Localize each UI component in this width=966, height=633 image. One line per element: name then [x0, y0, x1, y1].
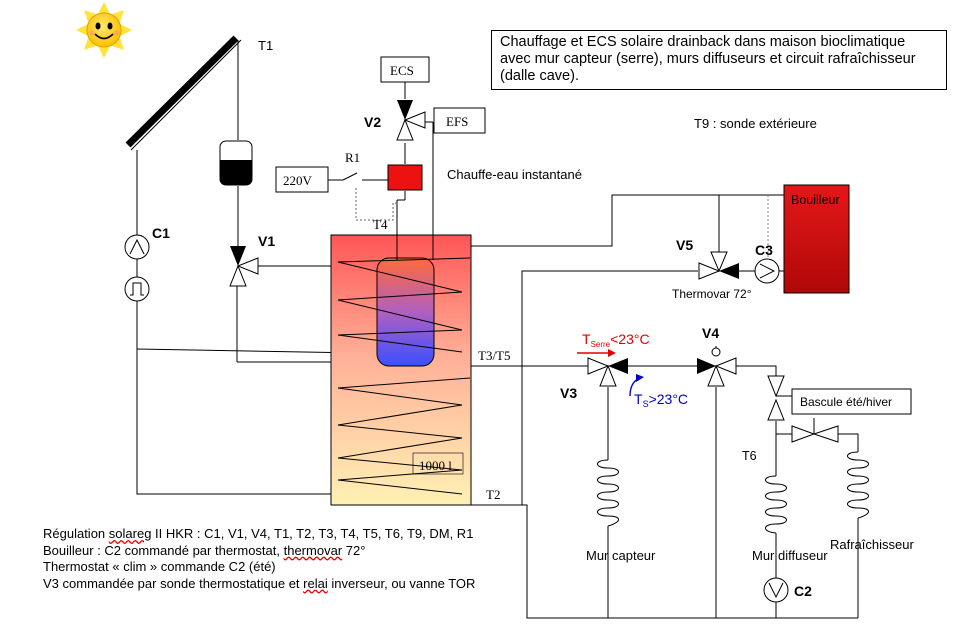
label-r1: R1 — [345, 150, 360, 165]
label-chauffe-eau: Chauffe-eau instantané — [447, 167, 582, 182]
mur-capteur-coil — [597, 459, 619, 527]
ecs-box — [380, 56, 430, 83]
label-thermovar: Thermovar 72° — [672, 287, 752, 301]
label-rafraichisseur: Rafraîchisseur — [830, 537, 914, 552]
ts-label: TS>23°C — [634, 391, 688, 409]
label-bascule: Bascule été/hiver — [800, 395, 892, 409]
c1-pump — [124, 234, 150, 260]
mur-diffuseur-coil — [765, 475, 787, 534]
tserre-label: TSerre<23°C — [582, 331, 650, 349]
label-c2: C2 — [794, 583, 812, 599]
label-mur-diffuseur: Mur diffuseur — [752, 548, 828, 563]
label-v1: V1 — [258, 233, 275, 249]
bascule-valve — [767, 375, 839, 443]
v1-valve — [229, 246, 259, 287]
legend-line-3: Thermostat « clim » commande C2 (été) — [43, 559, 276, 574]
v5-valve — [698, 251, 739, 280]
title-box: Chauffage et ECS solaire drainback dans … — [491, 30, 947, 90]
r1-switch — [328, 172, 388, 181]
legend-text: Régulation solareg II HKR : C1, V1, V4, … — [43, 526, 475, 592]
efs-box — [433, 107, 486, 134]
legend-line-1: Régulation solareg II HKR : C1, V1, V4, … — [43, 526, 474, 541]
label-t6: T6 — [742, 449, 757, 463]
220v-box — [275, 166, 329, 193]
rafraichisseur-coil — [847, 451, 869, 519]
bascule-box — [791, 388, 912, 415]
storage-tank — [330, 234, 472, 506]
label-mur-capteur: Mur capteur — [586, 548, 656, 563]
label-ecs: ECS — [390, 63, 414, 78]
label-volume: 1000 l — [419, 458, 452, 473]
label-bouilleur: Bouilleur — [791, 193, 840, 207]
label-t2: T2 — [486, 487, 500, 502]
c2-pump — [763, 577, 789, 603]
label-v2: V2 — [364, 114, 381, 130]
t9-note: T9 : sonde extérieure — [694, 116, 817, 131]
label-v4: V4 — [702, 325, 719, 341]
label-v3: V3 — [560, 385, 577, 401]
sun-icon — [76, 2, 132, 58]
t4-sensor-wire — [355, 188, 399, 221]
label-t1: T1 — [258, 38, 273, 53]
legend-line-2: Bouilleur : C2 commandé par thermostat, … — [43, 542, 366, 558]
label-t3t5: T3/T5 — [478, 348, 511, 363]
solar-collector — [125, 35, 242, 151]
drainback-bottle — [219, 140, 253, 186]
legend-line-4: V3 commandée par sonde thermostatique et… — [43, 575, 476, 591]
flow-meter-icon — [124, 276, 150, 302]
label-efs: EFS — [446, 114, 468, 129]
title-line-2: avec mur capteur (serre), murs diffuseur… — [500, 51, 916, 67]
instant-water-heater — [387, 164, 423, 191]
label-220v: 220V — [283, 173, 313, 188]
label-c3: C3 — [755, 242, 773, 258]
collector-return-pipe — [136, 150, 331, 495]
v4-valve — [697, 346, 737, 387]
v2-valve — [396, 100, 426, 141]
title-line-1: Chauffage et ECS solaire drainback dans … — [500, 34, 906, 50]
label-t4: T4 — [373, 217, 388, 232]
bouilleur-boiler — [783, 184, 850, 294]
v3-valve — [587, 357, 628, 387]
label-c1: C1 — [152, 225, 170, 241]
title-line-3: (dalle cave). — [500, 68, 579, 84]
c3-pump — [754, 258, 780, 284]
label-v5: V5 — [676, 237, 693, 253]
